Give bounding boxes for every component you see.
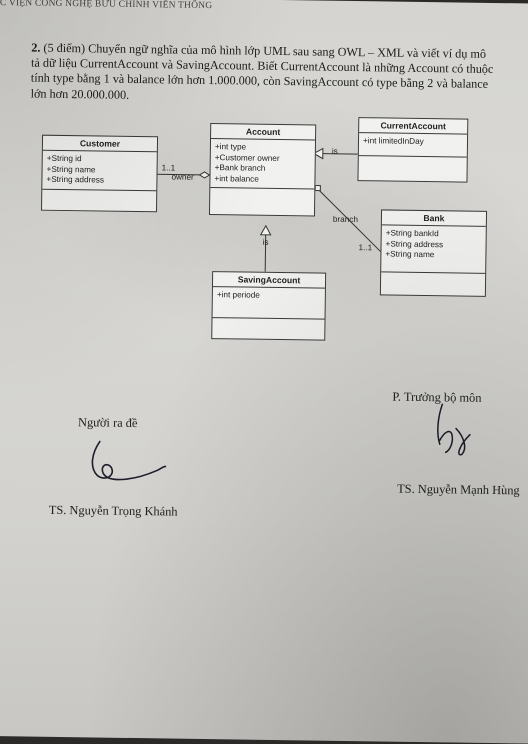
class-savingaccount-title: SavingAccount xyxy=(212,272,326,289)
author-signature xyxy=(91,440,167,481)
branch-multiplicity-label: 1..1 xyxy=(358,243,373,253)
attribute: +String id xyxy=(46,153,82,164)
attribute: +String name xyxy=(385,249,435,260)
class-account-attributes: +int type +Customer owner +Bank branch +… xyxy=(210,139,316,190)
saving-is-label: is xyxy=(262,237,269,247)
attribute: +int limitedInDay xyxy=(362,136,424,147)
author-name: TS. Nguyễn Trọng Khánh xyxy=(48,502,178,519)
class-bank: Bank +String bankId +String address +Str… xyxy=(379,209,488,297)
class-bank-operations xyxy=(381,272,485,295)
attribute: +int balance xyxy=(214,173,259,184)
class-account-title: Account xyxy=(211,124,316,141)
owner-role-label: owner xyxy=(171,172,194,182)
class-bank-title: Bank xyxy=(381,210,487,227)
attribute: +int type xyxy=(214,142,247,152)
author-role: Người ra đề xyxy=(77,415,138,431)
attribute: +Bank branch xyxy=(214,163,266,173)
class-currentaccount-operations xyxy=(358,156,466,182)
class-customer-attributes: +String id +String name +String address xyxy=(42,150,157,191)
attribute: +String address xyxy=(46,174,105,185)
class-customer-title: Customer xyxy=(42,135,158,153)
class-currentaccount-title: CurrentAccount xyxy=(359,118,468,135)
class-savingaccount: SavingAccount +int periode xyxy=(211,271,327,341)
head-signature xyxy=(437,403,471,456)
class-savingaccount-operations xyxy=(212,318,324,340)
attribute: +int periode xyxy=(216,290,260,300)
class-bank-attributes: +String bankId +String address +String n… xyxy=(381,225,486,274)
owner-diamond xyxy=(198,171,211,179)
branch-diamond xyxy=(314,184,321,192)
class-currentaccount-attributes: +int limitedInDay xyxy=(358,133,468,158)
class-currentaccount: CurrentAccount +int limitedInDay xyxy=(357,117,469,183)
class-account: Account +int type +Customer owner +Bank … xyxy=(208,123,317,217)
class-savingaccount-attributes: +int periode xyxy=(212,287,325,320)
current-inheritance-arrow xyxy=(312,147,324,160)
class-customer: Customer +String id +String name +String… xyxy=(41,134,159,212)
class-account-operations xyxy=(210,188,314,215)
branch-association-line xyxy=(316,188,381,252)
branch-role-label: branch xyxy=(332,214,359,225)
attribute: +String bankId xyxy=(385,228,439,239)
owner-multiplicity-label: 1..1 xyxy=(161,163,176,173)
current-is-label: is xyxy=(331,146,338,156)
head-name: TS. Nguyễn Mạnh Hùng xyxy=(397,481,520,498)
class-customer-operations xyxy=(42,189,156,211)
saving-inheritance-arrow xyxy=(259,224,272,236)
